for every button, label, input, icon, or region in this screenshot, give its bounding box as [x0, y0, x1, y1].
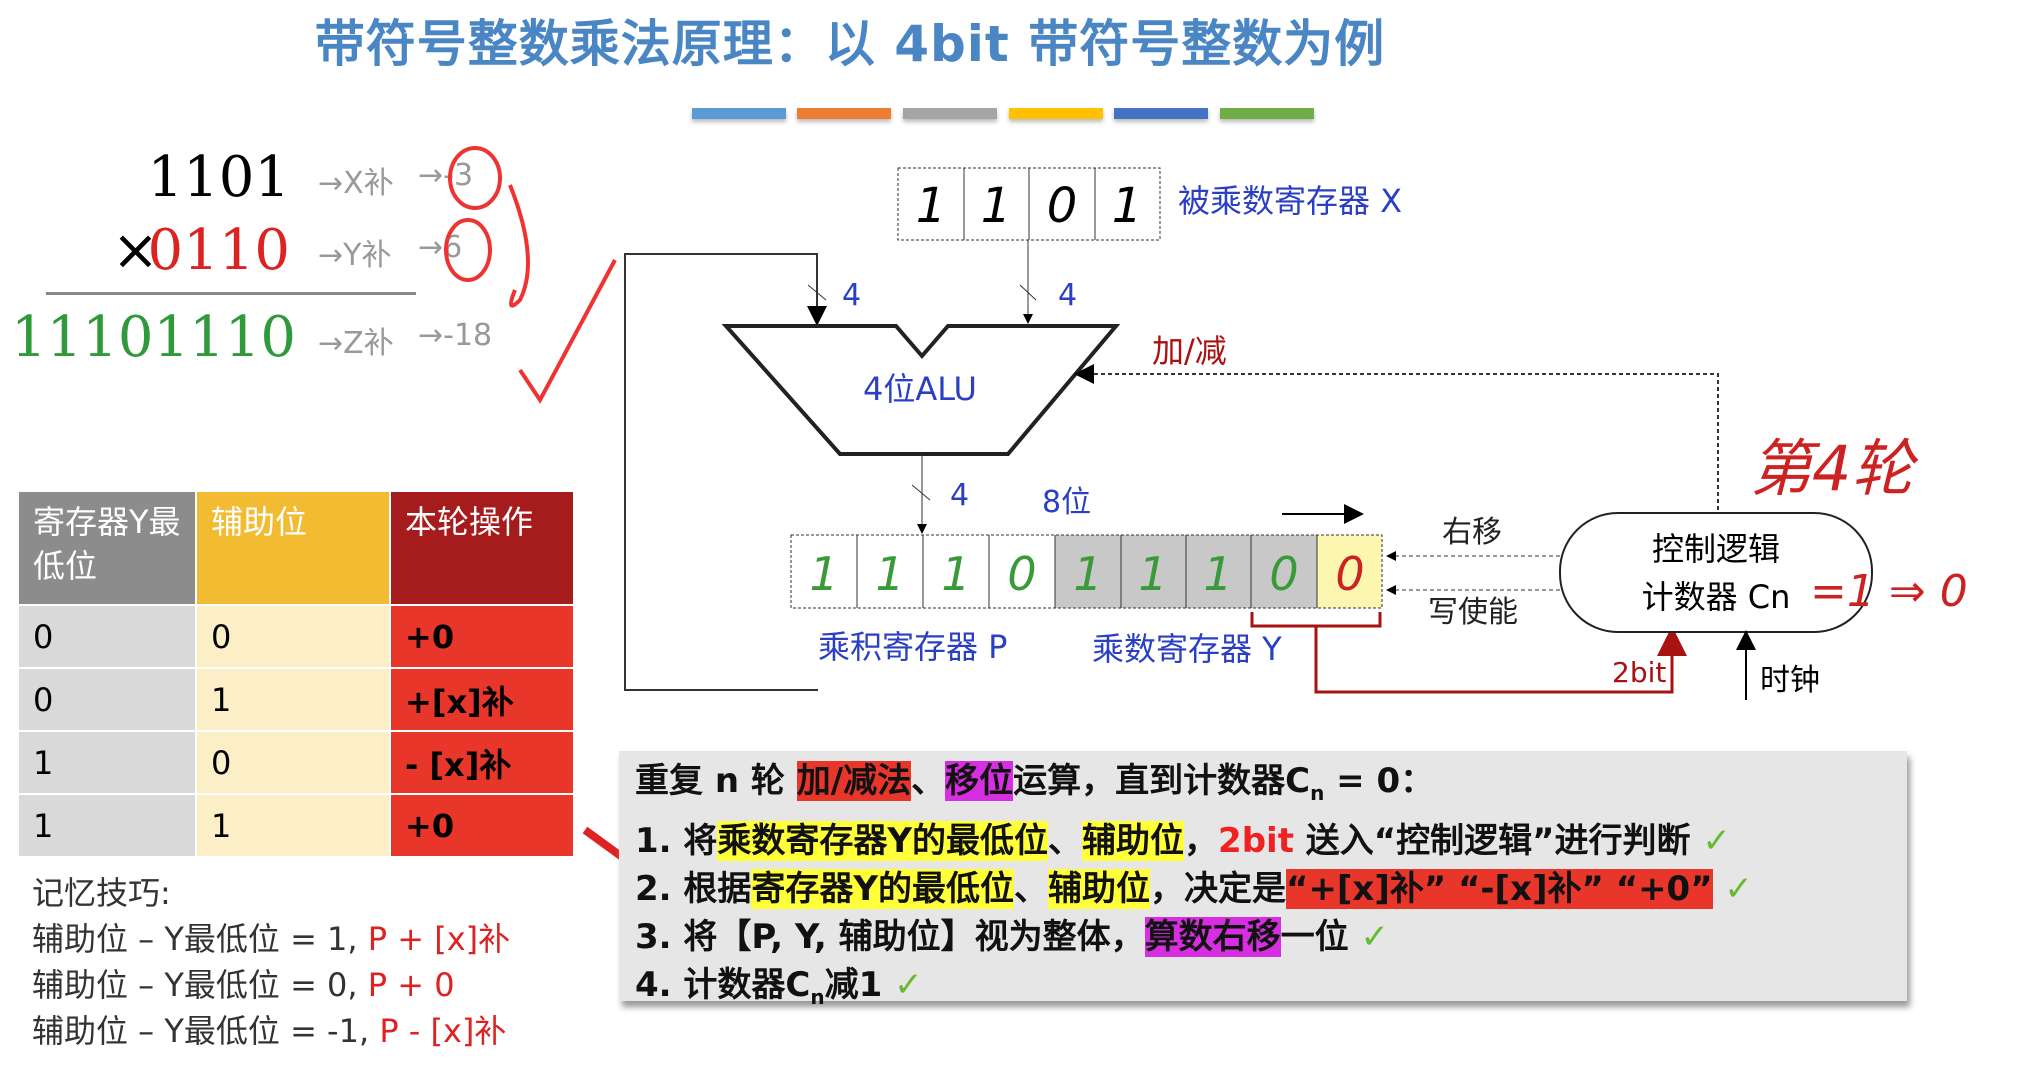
- steps-box: 重复 n 轮 加/减法、移位运算，直到计数器Cn = 0： 1. 将乘数寄存器Y…: [619, 751, 1907, 1009]
- cell: +0: [389, 793, 575, 858]
- color-bar: [1220, 108, 1314, 119]
- x-bit: 1: [916, 178, 947, 234]
- cell: 0: [195, 604, 391, 669]
- bus-width-b: 4: [1058, 278, 1077, 313]
- shift-label: 右移: [1442, 515, 1502, 550]
- control-logic-block: [1559, 512, 1873, 633]
- tip-line: 辅助位 – Y最低位 = -1, P - [x]补: [32, 1008, 510, 1054]
- color-bar: [903, 108, 997, 119]
- memory-tips: 记忆技巧: 辅助位 – Y最低位 = 1, P + [x]补 辅助位 – Y最低…: [32, 870, 510, 1054]
- slide-title: 带符号整数乘法原理：以 4bit 带符号整数为例: [314, 15, 1386, 73]
- control-logic-label: 控制逻辑: [1652, 530, 1780, 568]
- bus-width-out: 4: [950, 478, 969, 513]
- write-enable-label: 写使能: [1428, 595, 1518, 630]
- header-operation: 本轮操作: [389, 490, 575, 606]
- y-bit: 1: [1138, 547, 1167, 601]
- steps-intro: 重复 n 轮 加/减法、移位运算，直到计数器Cn = 0：: [635, 761, 1435, 805]
- step-1: 1. 将乘数寄存器Y的最低位、辅助位，2bit 送入“控制逻辑”进行判断 ✓: [635, 820, 1731, 861]
- color-bar: [1009, 108, 1103, 119]
- header-y-lsb: 寄存器Y最低位: [17, 490, 197, 606]
- cell: +0: [389, 604, 575, 669]
- p-register-label: 乘积寄存器 P: [818, 628, 1007, 666]
- py-register: 1 1 1 0 1 1 1 0 0: [790, 534, 1383, 609]
- p-bit: 1: [941, 547, 970, 601]
- p-bit: 1: [875, 547, 904, 601]
- cell: 1: [195, 667, 391, 732]
- cell: 1: [17, 793, 197, 858]
- tip-line: 辅助位 – Y最低位 = 0, P + 0: [32, 962, 510, 1008]
- tip-lhs: 辅助位 – Y最低位 = 1,: [32, 920, 358, 958]
- tip-rhs: P + 0: [367, 966, 455, 1004]
- cell: 0: [17, 604, 197, 669]
- p-bit: 1: [809, 547, 838, 601]
- x-label: →X补: [318, 166, 394, 201]
- z-label: →Z补: [318, 326, 394, 361]
- step-3: 3. 将【P, Y, 辅助位】视为整体，算数右移一位 ✓: [635, 916, 1389, 957]
- two-bit-label: 2bit: [1612, 656, 1666, 689]
- z-value: →-18: [418, 318, 493, 353]
- counter-note: =1 ⇒ 0: [1810, 566, 1968, 617]
- round-note: 第4轮: [1750, 432, 1919, 505]
- aux-bit: 0: [1335, 547, 1364, 601]
- multiplier: 0110: [147, 218, 290, 283]
- step-2: 2. 根据寄存器Y的最低位、辅助位，决定是“+[x]补” “-[x]补” “+0…: [635, 868, 1753, 909]
- x-bit: 1: [1112, 178, 1143, 234]
- x-register: 1 1 0 1: [897, 167, 1161, 241]
- tip-lhs: 辅助位 – Y最低位 = -1,: [32, 1012, 370, 1050]
- cell: 1: [195, 793, 391, 858]
- add-sub-label: 加/减: [1152, 332, 1227, 370]
- times-sign: ×: [112, 218, 159, 283]
- handwritten-annotations: [444, 146, 617, 404]
- clock-label: 时钟: [1760, 663, 1820, 698]
- header-aux-bit: 辅助位: [195, 490, 391, 606]
- x-bit: 0: [1047, 178, 1078, 234]
- bus-width-a: 4: [842, 278, 861, 313]
- cell: 0: [195, 730, 391, 795]
- x-value: →-3: [418, 158, 474, 193]
- counter-label: 计数器 Cn: [1642, 578, 1791, 616]
- color-bar: [1114, 108, 1208, 119]
- sum-line: [46, 292, 416, 295]
- color-bar: [797, 108, 891, 119]
- x-bit: 1: [981, 178, 1012, 234]
- x-register-label: 被乘数寄存器 X: [1178, 182, 1402, 220]
- cell: 1: [17, 730, 197, 795]
- alu-shape: [721, 324, 1121, 456]
- y-value: →6: [418, 230, 463, 265]
- cell: - [x]补: [389, 730, 575, 795]
- tip-rhs: P + [x]补: [367, 920, 511, 958]
- tip-lhs: 辅助位 – Y最低位 = 0,: [32, 966, 358, 1004]
- y-register-label: 乘数寄存器 Y: [1092, 630, 1282, 668]
- table-header: 寄存器Y最低位 辅助位 本轮操作: [17, 490, 575, 606]
- width-label: 8位: [1042, 485, 1091, 520]
- step-4: 4. 计数器Cn减1 ✓: [635, 964, 923, 1009]
- tips-title: 记忆技巧:: [32, 874, 171, 912]
- alu-label: 4位ALU: [863, 370, 977, 408]
- y-bit: 0: [1269, 547, 1298, 601]
- tip-rhs: P - [x]补: [379, 1012, 507, 1050]
- tip-line: 辅助位 – Y最低位 = 1, P + [x]补: [32, 916, 510, 962]
- cell: +[x]补: [389, 667, 575, 732]
- y-bit: 1: [1203, 547, 1232, 601]
- cell: 0: [17, 667, 197, 732]
- product: 11101110: [10, 305, 296, 370]
- y-label: →Y补: [318, 238, 392, 273]
- multiplicand: 1101: [147, 145, 290, 210]
- y-bit: 1: [1073, 547, 1102, 601]
- p-bit: 0: [1007, 547, 1036, 601]
- color-bar: [692, 108, 786, 119]
